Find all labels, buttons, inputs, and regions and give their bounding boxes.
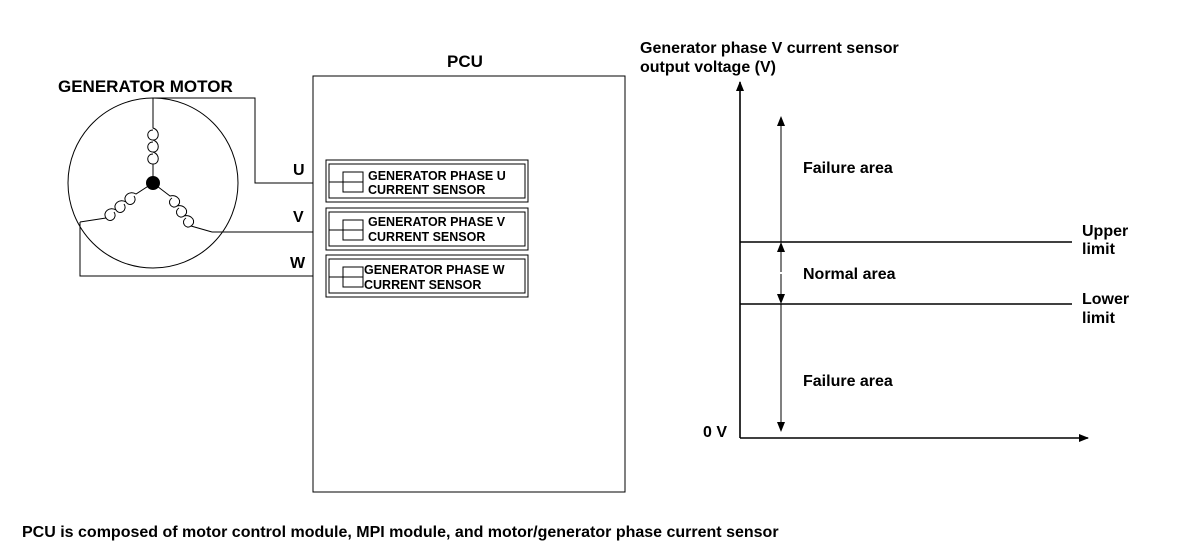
pcu-label: PCU xyxy=(447,52,483,71)
graph-ylabel-line2: output voltage (V) xyxy=(640,59,776,76)
normal-area-label: Normal area xyxy=(803,266,896,283)
upper-limit-label-line2: limit xyxy=(1082,241,1116,258)
lower-limit-label-line1: Lower xyxy=(1082,291,1129,308)
failure-area-lower-label: Failure area xyxy=(803,373,893,390)
lower-limit-label-line2: limit xyxy=(1082,310,1116,327)
sensor-v-label-line1: GENERATOR PHASE V xyxy=(368,215,506,229)
sensor-phase-w: GENERATOR PHASE W CURRENT SENSOR xyxy=(325,254,529,298)
phase-u-wire xyxy=(153,97,313,184)
sensor-w-label-line1: GENERATOR PHASE W xyxy=(364,263,505,277)
sensor-u-label-line1: GENERATOR PHASE U xyxy=(368,169,506,183)
caption: PCU is composed of motor control module,… xyxy=(22,524,779,541)
sensor-u-frame xyxy=(325,159,529,203)
graph-ylabel-line1: Generator phase V current sensor xyxy=(640,40,899,57)
neutral-point xyxy=(146,176,160,190)
generator-motor xyxy=(67,97,239,269)
sensor-u-label-line2: CURRENT SENSOR xyxy=(368,183,485,197)
phase-w-coil xyxy=(79,182,154,223)
pcu-box xyxy=(312,75,626,493)
phase-v-label: V xyxy=(293,209,304,226)
sensor-v-frame xyxy=(325,207,529,251)
upper-limit-label-line1: Upper xyxy=(1082,223,1128,240)
sensor-u-inner-frame xyxy=(328,163,526,199)
sensor-phase-v: GENERATOR PHASE V CURRENT SENSOR xyxy=(325,207,529,251)
phase-w-wire xyxy=(79,222,313,277)
generator-motor-label: GENERATOR MOTOR xyxy=(58,77,233,96)
phase-u-coil xyxy=(147,98,159,181)
phase-v-coil xyxy=(152,182,213,233)
phase-u-label: U xyxy=(293,162,305,179)
phase-wires xyxy=(79,97,313,277)
sensor-v-label-line2: CURRENT SENSOR xyxy=(368,230,485,244)
sensor-w-frame xyxy=(325,254,529,298)
sensor-phase-u: GENERATOR PHASE U CURRENT SENSOR xyxy=(325,159,529,203)
graph-zero-label: 0 V xyxy=(703,424,727,441)
sensor-w-inner-frame xyxy=(328,258,526,294)
failure-area-upper-label: Failure area xyxy=(803,160,893,177)
sensor-w-label-line2: CURRENT SENSOR xyxy=(364,278,481,292)
phase-w-label: W xyxy=(290,255,306,272)
sensor-v-inner-frame xyxy=(328,211,526,247)
